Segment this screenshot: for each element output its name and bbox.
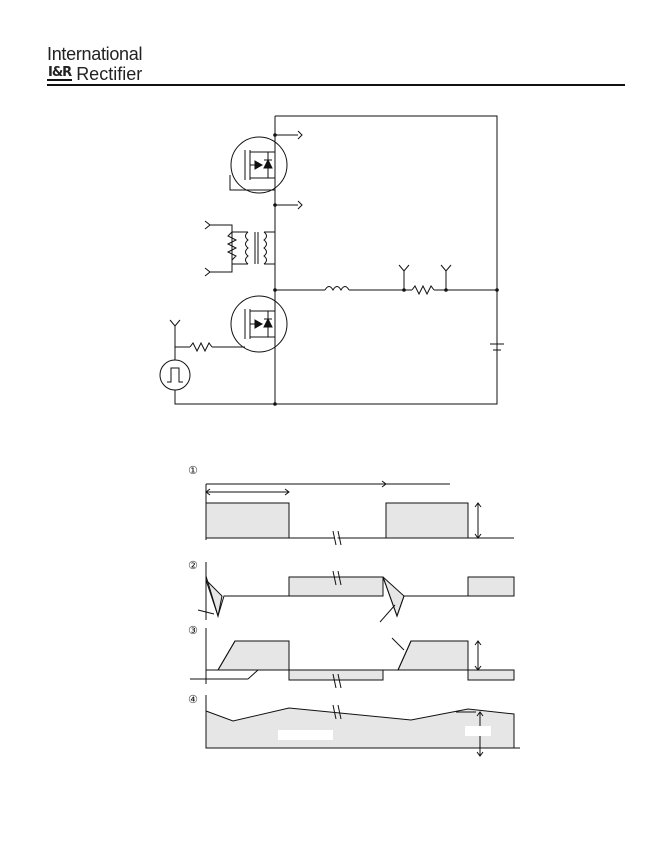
shunt-resistor	[411, 284, 435, 296]
lower-mosfet	[230, 295, 288, 353]
inductor	[324, 286, 350, 292]
company-brand: International I&R Rectifier	[47, 44, 142, 84]
waveform-2-plateau-b	[467, 576, 515, 597]
waveform-1-pulse-b	[385, 502, 469, 539]
circuit-wire-top	[174, 115, 498, 405]
pulse-generator	[159, 359, 191, 391]
header-rule	[47, 84, 625, 86]
waveform-3-ramp-a	[217, 640, 290, 671]
waveform-3-ramp-b	[397, 640, 469, 671]
upper-mosfet	[230, 136, 288, 194]
panel-3-number: ③	[188, 624, 198, 637]
company-name-line2: I&R Rectifier	[47, 64, 142, 84]
company-name-rectifier: Rectifier	[76, 64, 143, 84]
transformer-core	[245, 231, 249, 265]
panel-2-number: ②	[188, 559, 198, 572]
ir-logo: I&R	[47, 65, 72, 81]
company-name-line1: International	[47, 44, 143, 64]
gate-resistor	[189, 341, 213, 353]
panel-4-number: ④	[188, 693, 198, 706]
waveform-1-pulse-a	[205, 502, 290, 539]
waveform-2-plateau-a	[288, 576, 384, 597]
panel-1-number: ①	[188, 464, 198, 477]
